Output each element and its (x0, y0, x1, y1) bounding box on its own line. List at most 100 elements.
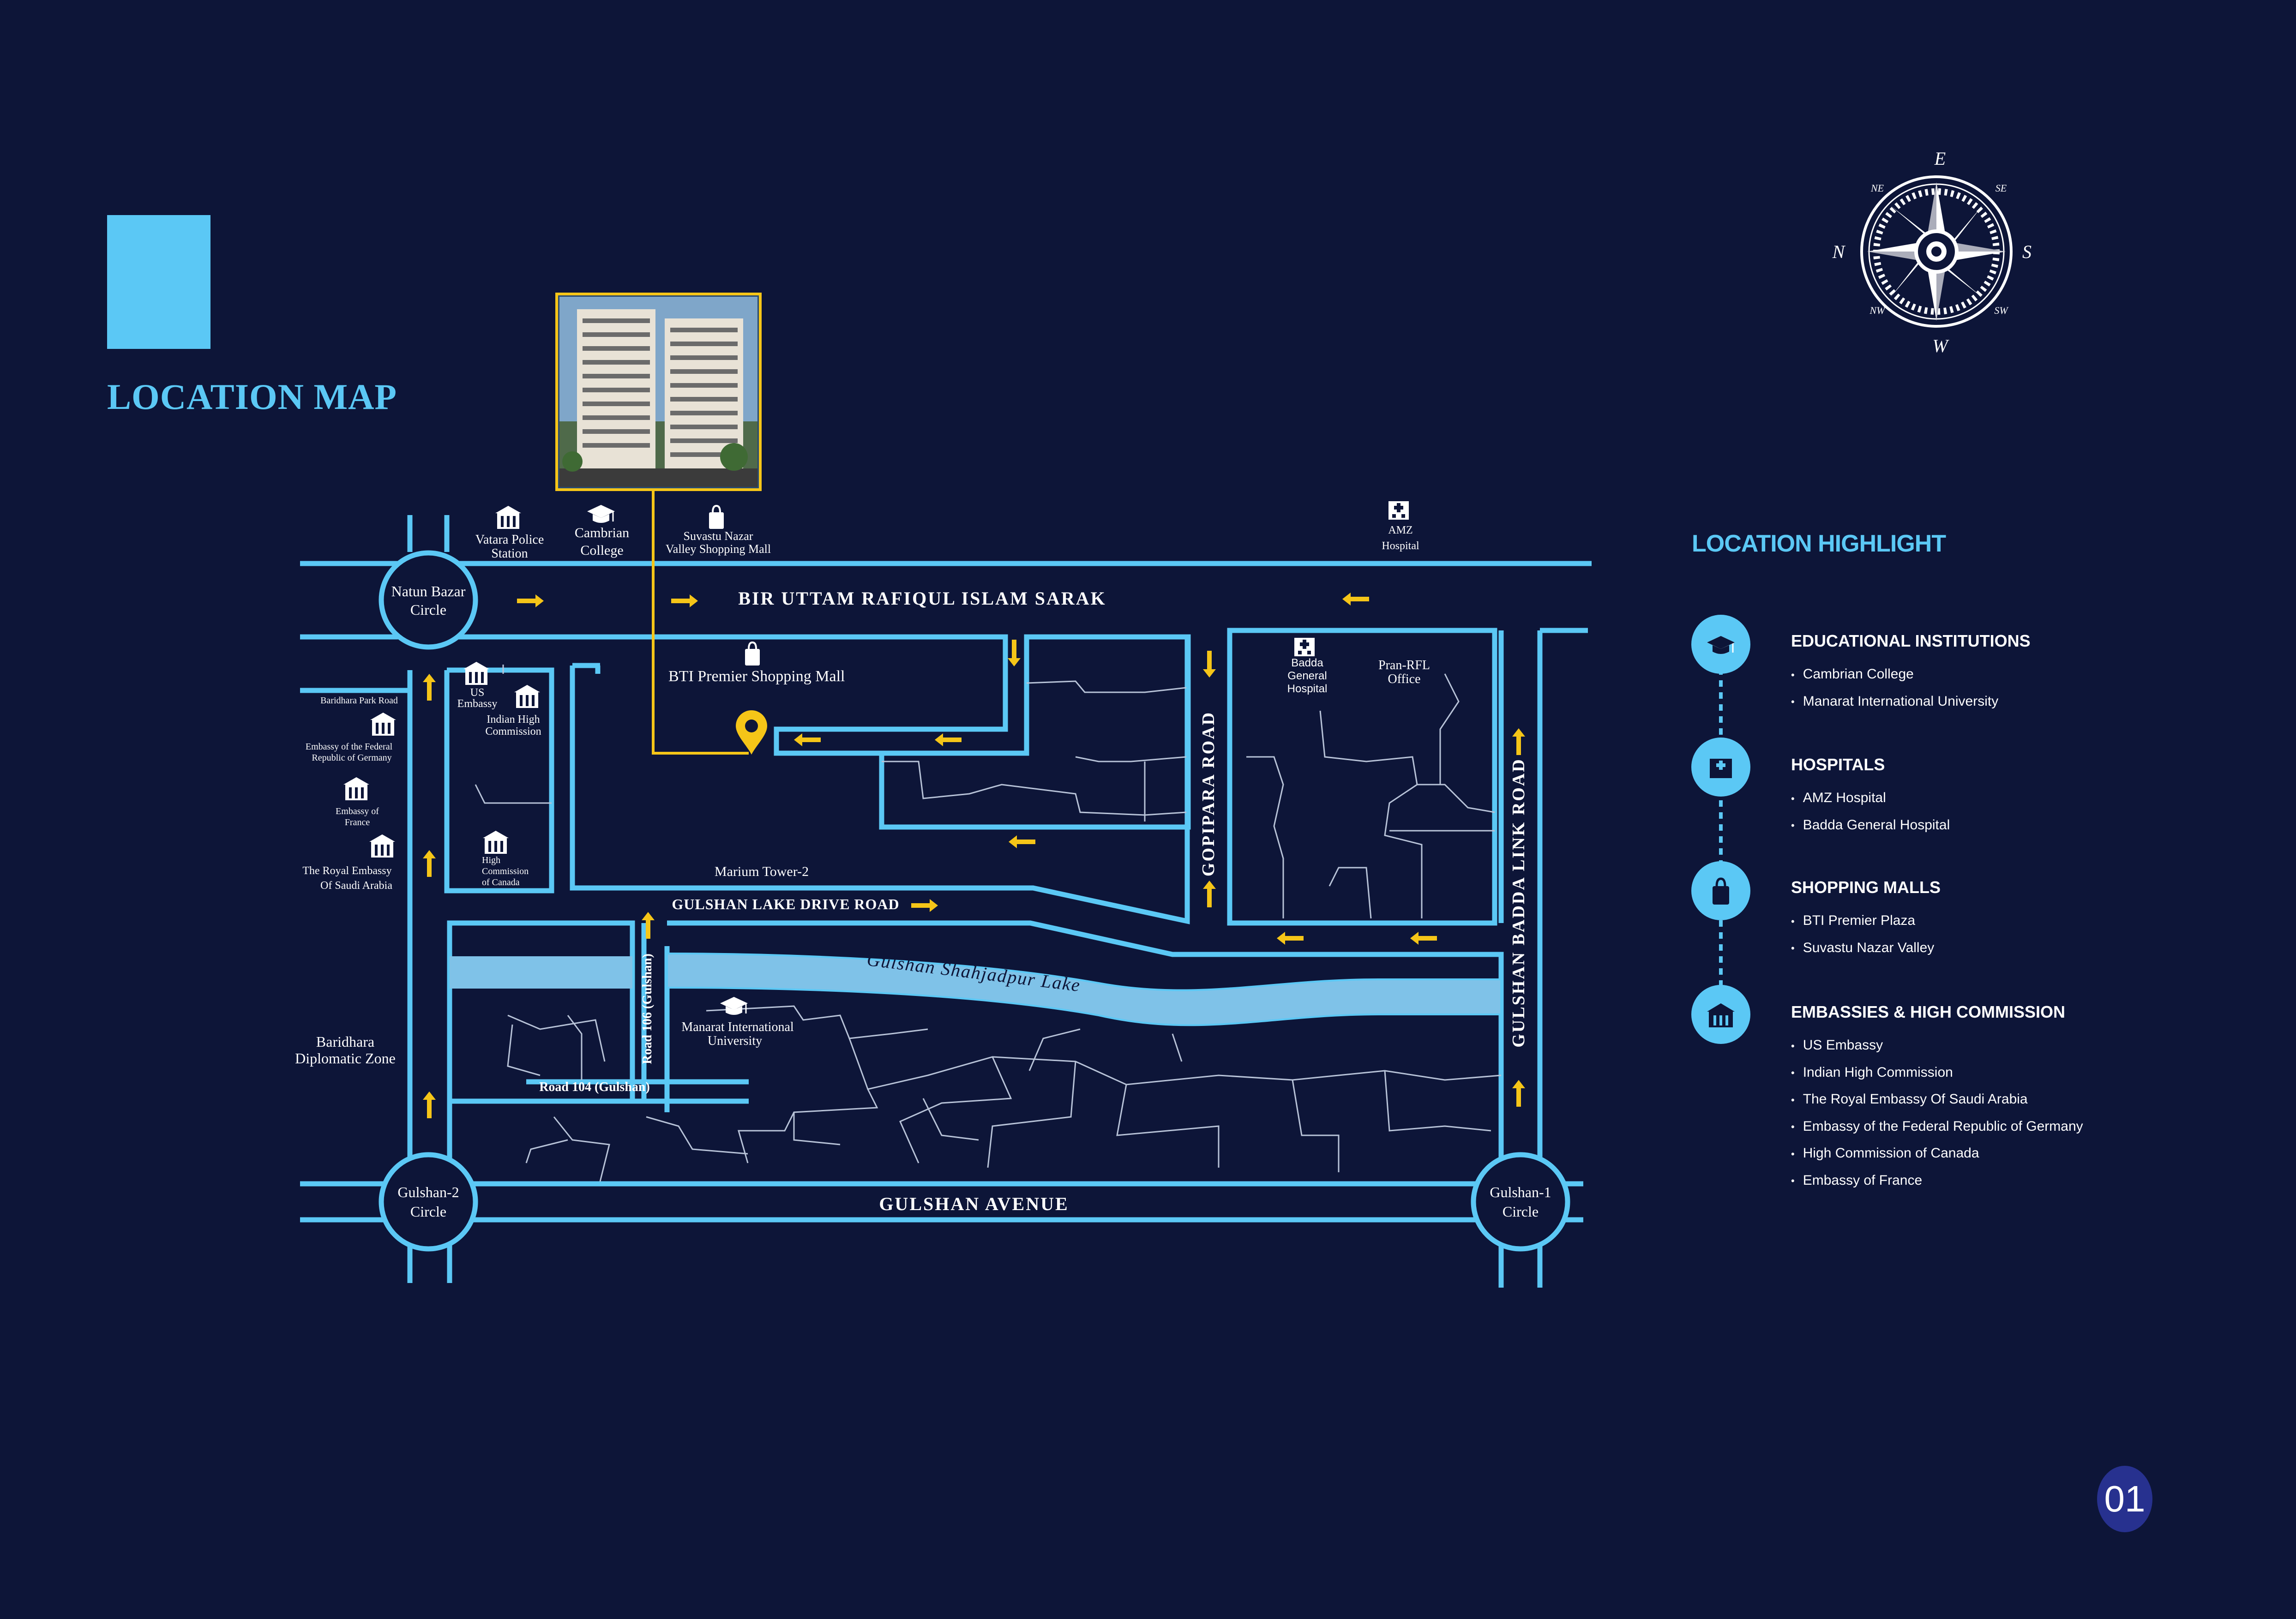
highlight-item: US Embassy (1791, 1032, 2083, 1059)
compass-rose-icon: E W N S NE SE NW SW (1832, 148, 2032, 356)
saudi-line2: Of Saudi Arabia (320, 880, 392, 892)
us-line1: US (470, 687, 485, 699)
germany-line2: Republic of Germany (312, 753, 391, 763)
gulshan-2-line2: Circle (410, 1203, 446, 1220)
highlight-icon-shopping (1691, 861, 1750, 920)
road-gulshan-lake-drive-label: GULSHAN LAKE DRIVE ROAD (672, 896, 899, 912)
road-gulshan-avenue-label: GULSHAN AVENUE (879, 1193, 1069, 1214)
cambrian-line2: College (580, 543, 623, 558)
embassy-building-icon (343, 777, 369, 800)
project-location-pin-icon (736, 710, 767, 755)
amz-line2: Hospital (1382, 540, 1419, 552)
road-gulshan-badda-link-label: GULSHAN BADDA LINK ROAD (1509, 758, 1528, 1047)
natun-bazar-circle: Natun Bazar Circle (379, 550, 478, 650)
page-title: LOCATION MAP (107, 377, 397, 417)
saudi-line1: The Royal Embassy (302, 865, 391, 877)
road-network (300, 515, 1592, 1288)
highlight-heading: HOSPITALS (1791, 755, 1885, 774)
badda-line1: Badda (1291, 657, 1323, 669)
highlight-group-shopping: SHOPPING MALLS BTI Premier Plaza Suvastu… (1791, 878, 1941, 961)
germany-line1: Embassy of the Federal (306, 742, 393, 752)
highlight-timeline (1691, 615, 1750, 1044)
france-line2: France (345, 817, 370, 827)
place-indian-high-commission: Indian High Commission (485, 685, 541, 738)
baridhara-line2: Diplomatic Zone (295, 1050, 396, 1067)
police-station-icon (495, 506, 521, 529)
us-line2: Embassy (457, 698, 498, 710)
highlight-icon-embassies (1691, 985, 1750, 1044)
place-badda-general-hospital: Badda General Hospital (1287, 638, 1328, 695)
embassy-building-icon (370, 713, 396, 736)
page-number-badge: 01 (2097, 1466, 2152, 1532)
canada-line1: High (482, 855, 500, 865)
compass-nw-label: NW (1869, 305, 1886, 316)
gulshan-shahjadpur-lake (666, 952, 1502, 1026)
indian-line1: Indian High (487, 714, 540, 726)
highlight-item: Embassy of France (1791, 1167, 2083, 1194)
place-bti-premier: BTI Premier Shopping Mall (668, 642, 845, 685)
pran-line1: Pran-RFL (1378, 658, 1430, 672)
graduation-cap-icon (586, 504, 616, 524)
highlight-item: High Commission of Canada (1791, 1140, 2083, 1167)
highlight-group-education: EDUCATIONAL INSTITUTIONS Cambrian Colleg… (1791, 631, 2031, 715)
embassy-building-icon (463, 662, 489, 685)
place-suvastu-nazar: Suvastu Nazar Valley Shopping Mall (666, 505, 771, 556)
title-accent-block (107, 215, 210, 349)
embassy-building-icon (483, 831, 509, 854)
canada-line3: of Canada (482, 877, 520, 887)
place-manarat-university: Manarat International University (681, 996, 794, 1048)
highlight-heading: EMBASSIES & HIGH COMMISSION (1791, 1002, 2066, 1021)
embassy-building-icon (514, 685, 540, 708)
gulshan-1-line2: Circle (1503, 1203, 1539, 1220)
badda-line3: Hospital (1287, 683, 1328, 695)
compass-north-label: N (1832, 241, 1846, 262)
natun-bazar-line1: Natun Bazar (391, 583, 466, 600)
highlight-item: BTI Premier Plaza (1791, 907, 1941, 935)
highlight-group-hospitals: HOSPITALS AMZ Hospital Badda General Hos… (1791, 755, 1950, 839)
shopping-bag-icon (1713, 877, 1729, 905)
lake-segment (450, 956, 632, 989)
gulshan-2-circle: Gulshan-2 Circle (379, 1152, 478, 1252)
place-us-embassy: US Embassy (457, 662, 498, 710)
manarat-line2: University (708, 1034, 762, 1048)
compass-west-label: W (1932, 336, 1949, 356)
road-gopipara-label: GOPIPARA ROAD (1199, 711, 1218, 876)
vatara-line2: Station (491, 546, 528, 561)
place-saudi-embassy: The Royal Embassy Of Saudi Arabia (302, 834, 395, 892)
location-highlight-title: LOCATION HIGHLIGHT (1692, 530, 1946, 557)
place-baridhara-diplomatic-zone: Baridhara Diplomatic Zone (295, 1033, 396, 1067)
minor-streets (475, 665, 1502, 1182)
road-104-label: Road 104 (Gulshan) (539, 1080, 650, 1094)
hospital-icon (1710, 759, 1732, 778)
compass-south-label: S (2022, 241, 2032, 262)
marium-tower-label: Marium Tower-2 (715, 864, 809, 879)
indian-line2: Commission (485, 726, 541, 738)
road-bir-uttam-label: BIR UTTAM RAFIQUL ISLAM SARAK (738, 588, 1106, 609)
embassy-building-icon (1707, 1003, 1735, 1027)
graduation-cap-icon (719, 996, 749, 1016)
highlight-heading: EDUCATIONAL INSTITUTIONS (1791, 631, 2031, 650)
amz-line1: AMZ (1388, 524, 1412, 536)
place-pran-rfl: Pran-RFL Office (1378, 658, 1430, 686)
embassy-building-icon (369, 834, 395, 857)
bti-label: BTI Premier Shopping Mall (668, 668, 845, 685)
place-france-embassy: Embassy of France (336, 777, 379, 827)
compass-east-label: E (1934, 148, 1946, 169)
highlight-item: Badda General Hospital (1791, 812, 1950, 839)
road-106-label: Road 106 (Gulshan) (640, 953, 655, 1064)
hospital-icon (1388, 501, 1409, 520)
baridhara-line1: Baridhara (316, 1033, 374, 1050)
gulshan-1-circle: Gulshan-1 Circle (1471, 1152, 1570, 1252)
shopping-bag-icon (708, 505, 725, 530)
road-baridhara-park-label: Baridhara Park Road (320, 696, 398, 706)
highlight-heading: SHOPPING MALLS (1791, 878, 1941, 897)
traffic-arrows (423, 593, 1525, 1118)
project-building-image (555, 293, 762, 491)
highlight-group-embassies: EMBASSIES & HIGH COMMISSION US Embassy I… (1791, 1002, 2083, 1194)
shopping-bag-icon (744, 642, 761, 666)
manarat-line1: Manarat International (681, 1020, 794, 1034)
highlight-item: Manarat International University (1791, 688, 2031, 715)
vatara-line1: Vatara Police (475, 533, 544, 547)
place-german-embassy: Embassy of the Federal Republic of Germa… (306, 713, 396, 763)
